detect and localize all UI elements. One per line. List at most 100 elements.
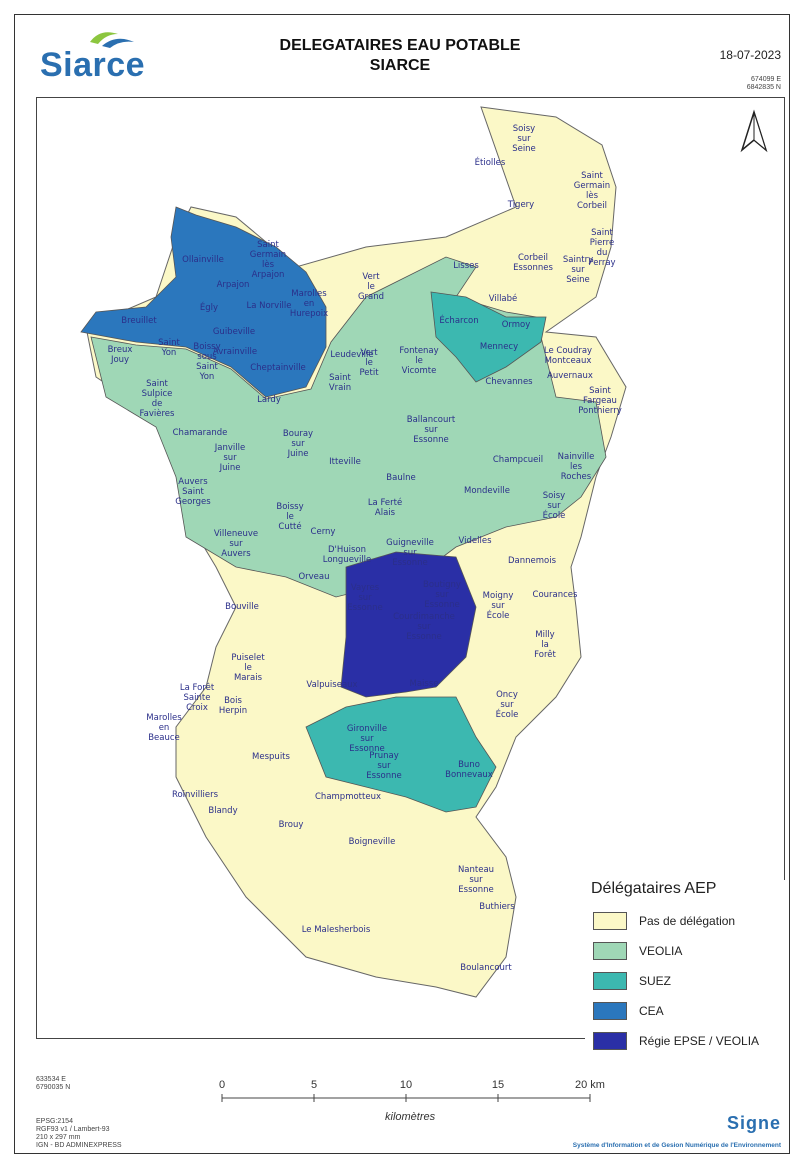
commune-label: Villabé <box>489 293 518 304</box>
commune-label: Boigneville <box>349 837 396 847</box>
commune-label: Leudeville <box>330 350 373 360</box>
map-date: 18-07-2023 <box>719 48 781 62</box>
coord-top-n: 6842835 N <box>746 84 781 91</box>
commune-label: Champcueil <box>493 455 543 465</box>
meta-epsg: EPSG:2154 <box>36 1118 73 1125</box>
commune-label: Lardy <box>257 395 281 405</box>
commune-label: Itteville <box>329 457 361 467</box>
legend-label: VEOLIA <box>639 944 683 958</box>
commune-label: Videlles <box>459 536 493 546</box>
scale-unit: kilomètres <box>385 1111 436 1123</box>
coord-top-e: 674099 E <box>751 76 781 83</box>
north-arrow-icon <box>740 109 768 153</box>
legend-label: Pas de délégation <box>639 914 736 928</box>
commune-label: Tigery <box>507 200 534 210</box>
commune-label: Arpajon <box>217 280 250 290</box>
coord-bottom: 633534 E 6790035 N <box>36 1076 70 1092</box>
commune-label: Champmotteux <box>315 792 381 802</box>
legend-swatch <box>593 1002 627 1020</box>
meta-paper: 210 x 297 mm <box>36 1134 81 1141</box>
legend-swatch <box>593 972 627 990</box>
legend-swatch <box>593 1032 627 1050</box>
commune-label: Bouville <box>225 602 259 612</box>
commune-label: Brouy <box>279 820 304 830</box>
commune-label: Blandy <box>208 806 237 816</box>
coord-bottom-n: 6790035 N <box>36 1084 71 1091</box>
coord-bottom-e: 633534 E <box>36 1076 66 1083</box>
signe-subtitle: Système d'Information et de Gesion Numér… <box>572 1142 781 1149</box>
delegataire-zone <box>340 551 477 698</box>
commune-label: Mondeville <box>464 486 510 496</box>
signe-brand: Signe <box>726 1113 781 1133</box>
map-subtitle: SIARCE <box>369 57 431 74</box>
legend-label: CEA <box>639 1004 664 1018</box>
legend-swatch <box>593 912 627 930</box>
commune-label: Mennecy <box>480 342 518 352</box>
legend-item: SUEZ <box>585 966 785 996</box>
commune-label: Avrainville <box>213 347 257 357</box>
commune-label: Breuillet <box>121 316 157 326</box>
scale-tick-label: 15 <box>492 1079 504 1091</box>
legend-item: Pas de délégation <box>585 906 785 936</box>
legend-label: Régie EPSE / VEOLIA <box>639 1034 760 1048</box>
commune-label: Orveau <box>298 572 329 582</box>
commune-label: Lisses <box>453 261 479 271</box>
commune-label: Chamarande <box>173 428 228 438</box>
scale-tick-label: 0 <box>219 1079 225 1091</box>
commune-label: Cheptainville <box>250 363 306 373</box>
commune-label: Cerny <box>311 527 336 537</box>
legend-label: SUEZ <box>639 974 672 988</box>
siarce-logo <box>90 32 134 48</box>
legend-swatch <box>593 942 627 960</box>
legend-item: CEA <box>585 996 785 1026</box>
legend-item: VEOLIA <box>585 936 785 966</box>
commune-label: Boulancourt <box>460 963 512 973</box>
map-metadata: EPSG:2154 RGF93 v1 / Lambert-93 210 x 29… <box>36 1118 122 1150</box>
scale-tick-label: 10 <box>400 1079 412 1091</box>
commune-label: Auvernaux <box>547 371 593 381</box>
delegataire-zone <box>305 696 497 813</box>
commune-label: Mespuits <box>252 752 290 762</box>
commune-label: Égly <box>200 301 218 313</box>
commune-label: Maisse <box>410 679 439 689</box>
map-title: DELEGATAIRES EAU POTABLE <box>279 37 521 54</box>
scale-tick-label: 5 <box>311 1079 317 1091</box>
commune-label: Chevannes <box>485 377 533 387</box>
commune-label: Guibeville <box>213 327 255 337</box>
commune-label: Courances <box>533 590 579 600</box>
commune-label: Valpuiseaux <box>306 680 357 690</box>
